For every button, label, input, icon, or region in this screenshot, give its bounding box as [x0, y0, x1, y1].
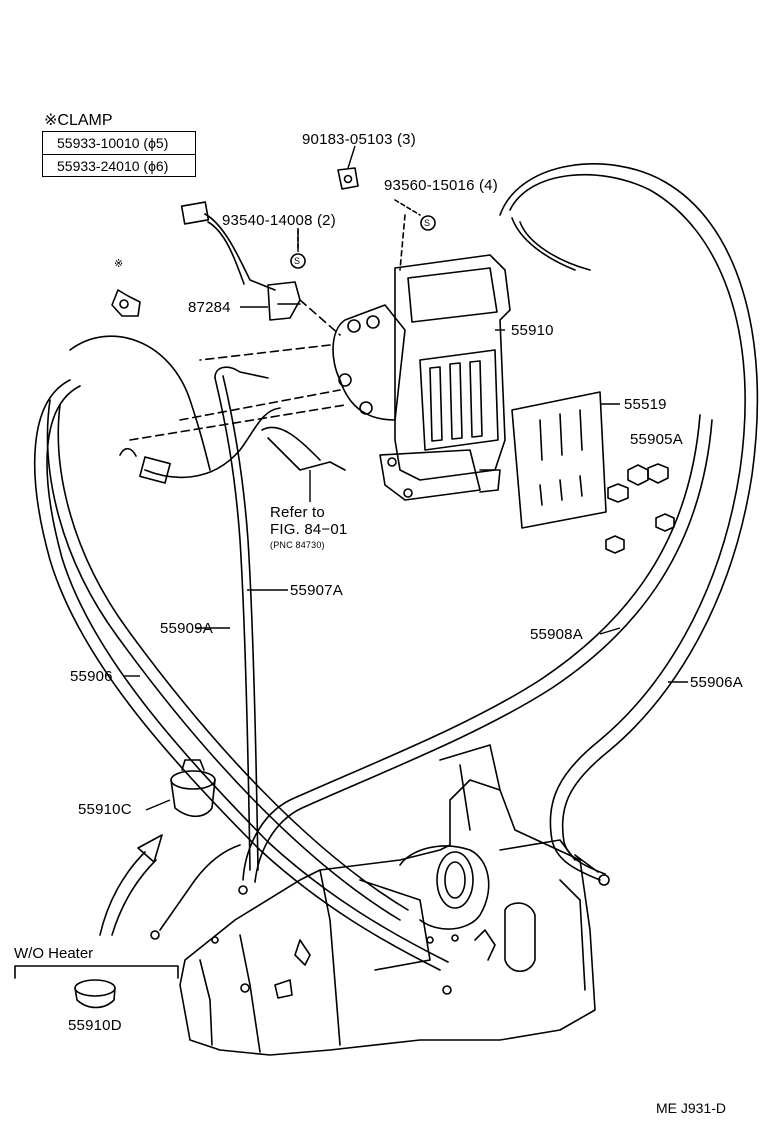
label-55910c: 55910C [78, 801, 132, 818]
screw-label-s1: S [294, 256, 301, 266]
clamp-mark: ※ [114, 258, 124, 270]
cable-55906a [499, 163, 759, 881]
label-55906: 55906 [70, 668, 113, 685]
nut-90183 [337, 167, 406, 271]
label-55909a: 55909A [160, 620, 213, 637]
control-assembly-55910 [332, 254, 511, 501]
cable-55908a [242, 217, 713, 883]
clamp-title: ※CLAMP [44, 112, 113, 129]
cable-55906 [33, 379, 449, 971]
nuts-55905a [605, 463, 675, 554]
panel-55519 [511, 391, 607, 529]
screw-label-s2: S [424, 218, 431, 228]
cable-end-right [574, 854, 610, 886]
screw-s-icon-2 [394, 199, 436, 231]
diagram-code: ME J931-D [656, 1100, 727, 1116]
cable-55909a [46, 335, 409, 921]
label-fig-ref: FIG. 84−01 [270, 521, 348, 538]
grommet-55910c [170, 759, 216, 818]
clamp-row-1: 55933-10010 (ϕ5) [57, 135, 169, 151]
label-pnc: (PNC 84730) [270, 540, 325, 550]
clamp-table: 55933-10010 (ϕ5) 55933-24010 (ϕ6) [42, 131, 196, 177]
switch-87284 [180, 201, 301, 321]
label-93560: 93560-15016 (4) [384, 177, 498, 194]
label-93540: 93540-14008 (2) [222, 212, 336, 229]
dashed-leaders [129, 299, 346, 441]
wiring-harness-left [119, 407, 346, 484]
label-55907a: 55907A [290, 582, 343, 599]
wo-heater-bracket [14, 965, 179, 979]
label-55910: 55910 [511, 322, 554, 339]
label-90183: 90183-05103 (3) [302, 131, 416, 148]
label-55908a: 55908A [530, 626, 583, 643]
clamp-row-2: 55933-24010 (ϕ6) [43, 154, 195, 176]
label-55906a: 55906A [690, 674, 743, 691]
label-55519: 55519 [624, 396, 667, 413]
label-55910d: 55910D [68, 1017, 122, 1034]
clamp-icon [111, 289, 141, 317]
label-55905a: 55905A [630, 431, 683, 448]
label-87284: 87284 [188, 299, 231, 316]
label-refer-to: Refer to [270, 504, 325, 521]
cable-55907a [150, 366, 269, 940]
arrow-icon [99, 834, 163, 936]
plug-55910d [74, 979, 116, 1009]
label-wo-heater: W/O Heater [14, 945, 94, 962]
heater-unit [179, 744, 596, 1056]
